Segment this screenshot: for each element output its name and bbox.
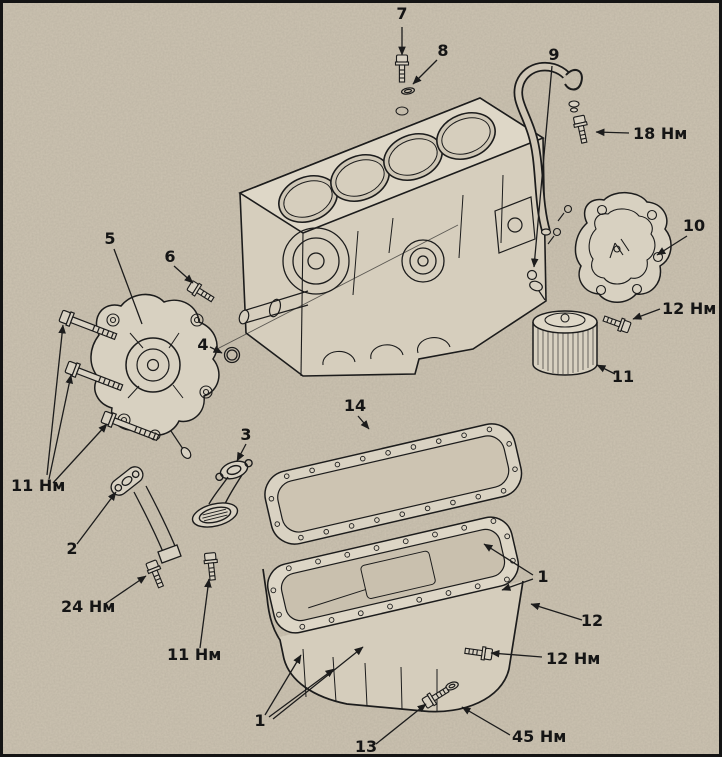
leader-11nm-lower	[199, 578, 212, 649]
callout-6: 6	[164, 247, 175, 266]
relief-valve	[170, 430, 192, 460]
oil-pan-gasket	[264, 423, 523, 545]
oil-pressure-fitting	[526, 269, 546, 301]
leader-8	[412, 59, 438, 85]
oil-pan	[262, 516, 524, 713]
leader-11nm-b	[48, 374, 73, 480]
callout-1-right: 1	[537, 567, 548, 586]
callout-3: 3	[240, 425, 251, 444]
side-boss	[494, 196, 536, 254]
cylinder-bores	[278, 112, 496, 223]
leader-1-bottom-b	[268, 668, 335, 718]
callout-5: 5	[104, 229, 115, 248]
callout-10: 10	[683, 216, 705, 235]
callout-11: 11	[612, 367, 634, 386]
leader-5	[113, 248, 143, 325]
callout-11nm-lower: 11 Нм	[167, 645, 221, 664]
callout-leaders	[46, 27, 688, 745]
callout-14: 14	[344, 396, 366, 415]
bearing-webs	[322, 337, 451, 366]
pan-flange-bolt-holes	[270, 518, 516, 630]
leader-12	[530, 602, 583, 621]
leader-18nm	[595, 128, 630, 137]
strainer-bracket	[133, 485, 182, 564]
callout-labels: 7 8 9 18 Нм 10 12 Нм 11 5 6 4 11 Нм 2 3 …	[11, 4, 716, 756]
callout-12nm-pan: 12 Нм	[546, 649, 600, 668]
pan-front-wall	[279, 581, 523, 712]
leader-3	[236, 443, 247, 462]
oil-pump-drive-bore	[401, 239, 445, 283]
leader-24nm	[104, 575, 147, 605]
leader-2	[76, 491, 117, 545]
leader-45nm	[461, 706, 511, 736]
engine-block	[238, 97, 547, 377]
crank-seal-bore	[282, 227, 350, 295]
callout-4: 4	[197, 335, 208, 354]
o-ring	[223, 346, 241, 364]
dipstick-tube-bolt	[568, 100, 592, 145]
leader-11nm-a	[46, 324, 66, 476]
leader-1-bottom-c	[272, 646, 364, 720]
callout-7: 7	[396, 4, 407, 23]
callout-12nm-right: 12 Нм	[662, 299, 716, 318]
gasket-bolt-holes	[268, 426, 518, 541]
callout-45nm: 45 Нм	[512, 727, 566, 746]
leader-4	[209, 345, 223, 354]
callout-1-bottom: 1	[254, 711, 265, 730]
callout-11nm-left: 11 Нм	[11, 476, 65, 495]
oil-filter	[532, 310, 598, 376]
callout-2: 2	[66, 539, 77, 558]
leader-1-right-b	[501, 578, 534, 591]
leader-10	[656, 235, 688, 256]
leader-1-bottom-a	[264, 654, 302, 716]
exploded-view-diagram: 7 8 9 18 Нм 10 12 Нм 11 5 6 4 11 Нм 2 3 …	[3, 3, 719, 756]
callout-24nm: 24 Нм	[61, 597, 115, 616]
cover-studs	[547, 204, 573, 245]
leader-12nm-right	[632, 308, 661, 320]
callout-9: 9	[548, 45, 559, 64]
leader-6	[173, 265, 194, 284]
sealing-washer	[400, 87, 416, 95]
leader-9	[530, 65, 553, 268]
leader-1-right-a	[483, 543, 534, 576]
callout-12: 12	[581, 611, 603, 630]
pan-ribs	[302, 648, 438, 711]
leader-11	[596, 364, 616, 375]
callout-18nm: 18 Нм	[633, 124, 687, 143]
leader-13	[375, 703, 427, 745]
leader-12nm-pan	[490, 649, 543, 658]
callout-8: 8	[437, 41, 448, 60]
oil-strainer	[191, 458, 253, 528]
leader-11nm-c	[52, 423, 108, 484]
pan-baffle	[360, 550, 436, 599]
dipstick-tube	[513, 61, 583, 236]
block-ribs	[352, 174, 504, 296]
pan-body-outline	[262, 568, 524, 713]
callout-13: 13	[355, 737, 377, 756]
sealing-bolt-hole	[395, 106, 409, 116]
leader-14	[357, 415, 370, 430]
